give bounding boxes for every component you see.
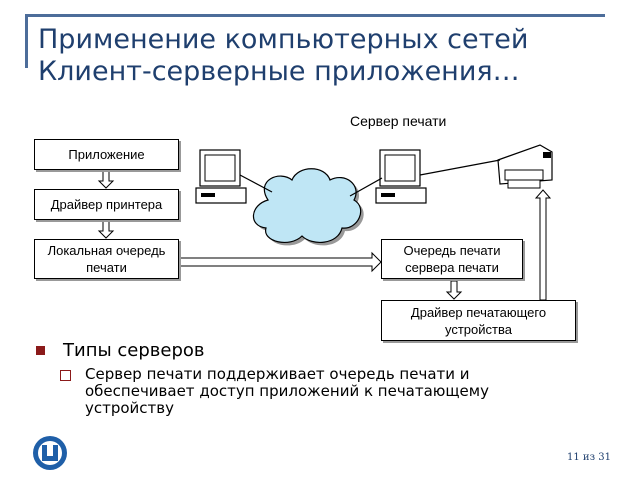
device-driver-box: Драйвер печатающего устройства <box>381 300 576 341</box>
bullet-level-2: Сервер печати поддерживает очередь печат… <box>60 366 580 417</box>
local-queue-box: Локальная очередь печати <box>34 239 179 279</box>
page-number: 11 из 31 <box>567 452 611 463</box>
application-box: Приложение <box>34 139 179 170</box>
title-line-1: Применение компьютерных сетей <box>38 24 529 55</box>
client-computer-icon <box>195 149 247 204</box>
printer-driver-box: Драйвер принтера <box>34 189 179 220</box>
university-logo <box>33 436 67 470</box>
link-cloud-server <box>349 177 383 197</box>
server-queue-box: Очередь печати сервера печати <box>381 239 523 279</box>
arrow-driver-to-local-queue <box>97 220 115 239</box>
title-frame-top <box>25 14 605 17</box>
arrow-local-to-server-queue <box>179 251 382 273</box>
print-server-label: Сервер печати <box>350 113 447 129</box>
square-bullet-icon <box>36 346 45 355</box>
link-server-printer <box>419 159 501 176</box>
bullet-level-1-text: Типы серверов <box>63 340 205 361</box>
printer-icon <box>497 144 553 189</box>
arrow-device-driver-to-printer <box>534 189 552 301</box>
hollow-square-bullet-icon <box>60 370 71 381</box>
arrow-app-to-driver <box>97 170 115 189</box>
title-frame-left <box>25 14 28 68</box>
server-computer-icon <box>375 149 427 204</box>
bullet-level-2-text: Сервер печати поддерживает очередь печат… <box>85 365 489 417</box>
title-line-2: Клиент-серверные приложения… <box>38 56 520 87</box>
arrow-server-queue-to-device-driver <box>445 280 463 300</box>
network-cloud-icon <box>252 168 364 246</box>
slide-title: Применение компьютерных сетей Клиент-сер… <box>38 24 618 88</box>
link-client-cloud <box>239 174 273 193</box>
bullet-level-1: Типы серверов <box>36 340 205 361</box>
